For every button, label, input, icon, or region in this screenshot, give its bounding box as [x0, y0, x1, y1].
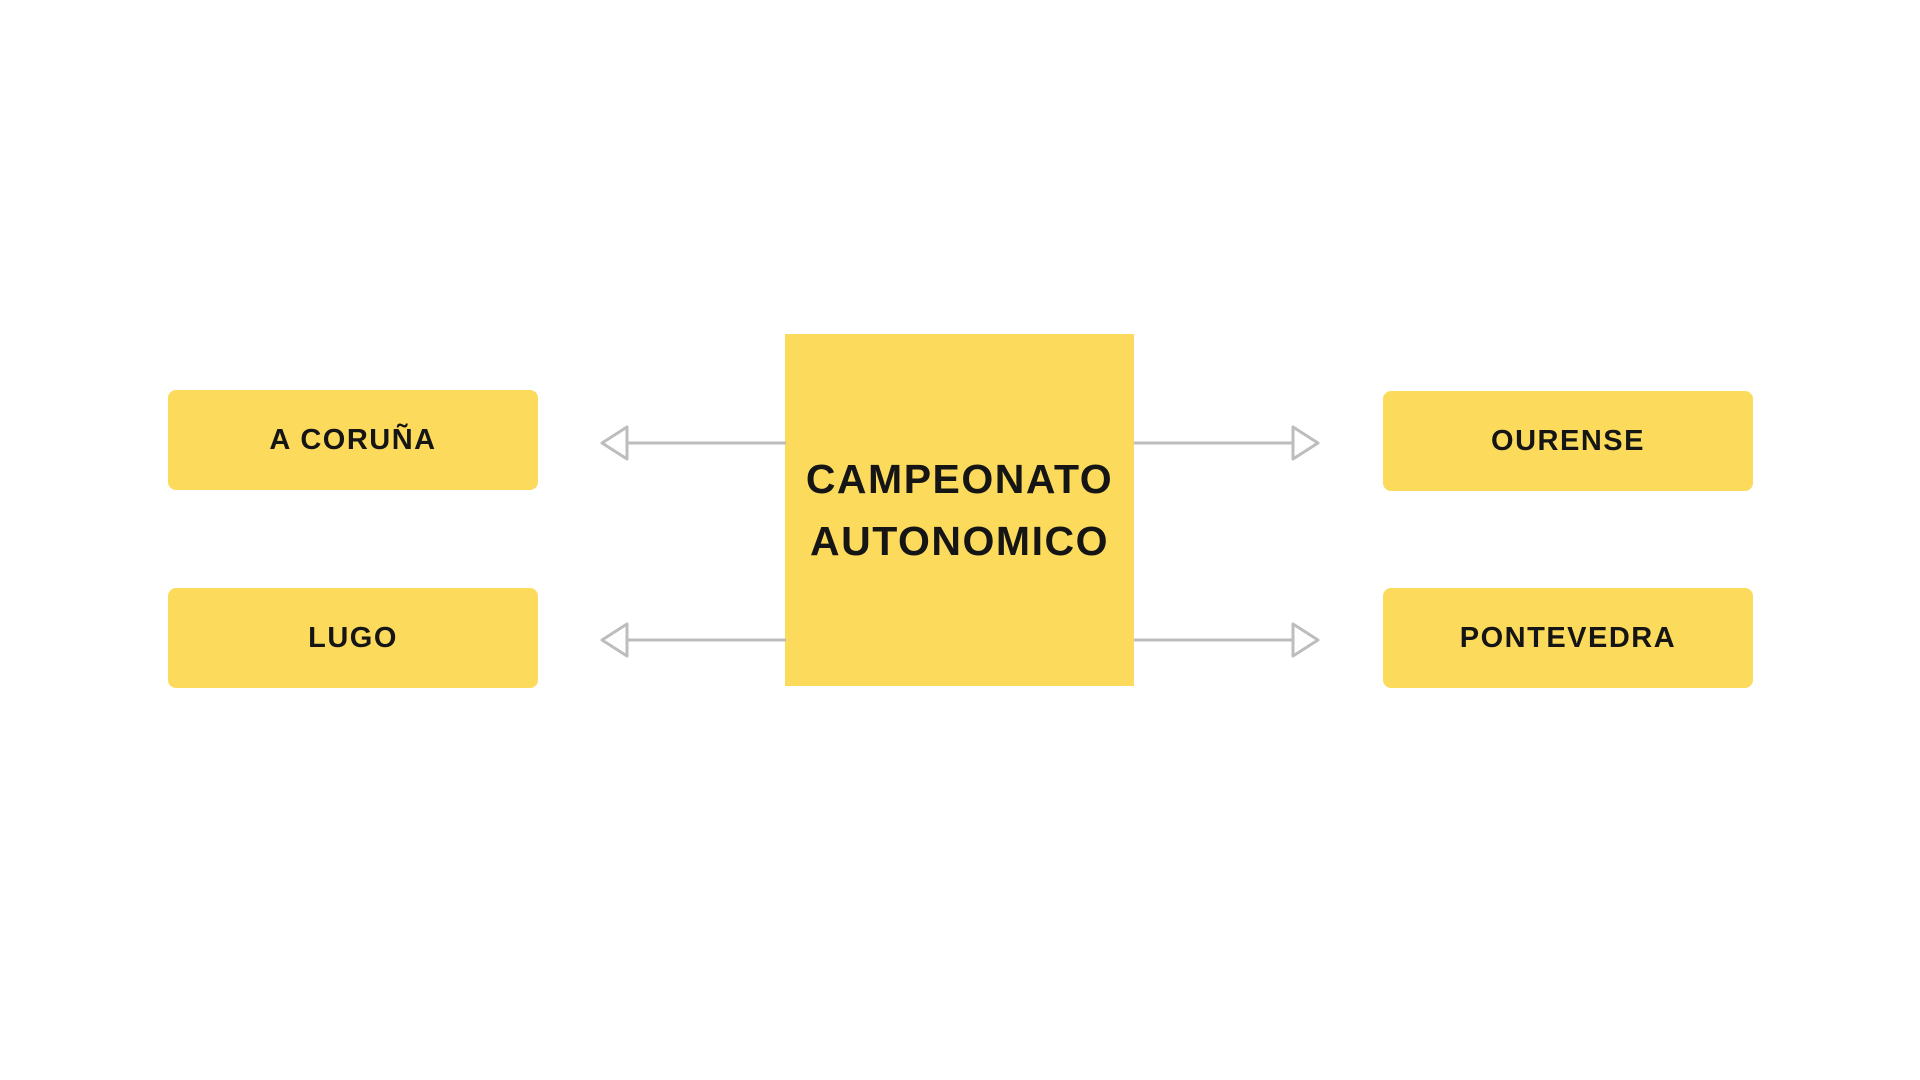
- node-a-coruna-label: A CORUÑA: [269, 423, 437, 456]
- center-node-label-line2: AUTONOMICO: [810, 518, 1109, 564]
- node-lugo-label: LUGO: [308, 621, 398, 654]
- node-a-coruna: A CORUÑA: [168, 390, 538, 490]
- node-pontevedra: PONTEVEDRA: [1383, 588, 1753, 688]
- node-lugo: LUGO: [168, 588, 538, 688]
- node-campeonato-autonomico: CAMPEONATO AUTONOMICO: [785, 334, 1134, 686]
- arrow-center-to-pontevedra-icon: [1133, 618, 1323, 662]
- node-ourense-label: OURENSE: [1491, 424, 1645, 457]
- center-node-label-line1: CAMPEONATO: [805, 456, 1114, 502]
- arrow-center-to-a-coruna-icon: [597, 421, 787, 465]
- arrow-center-to-ourense-icon: [1133, 421, 1323, 465]
- arrow-center-to-lugo-icon: [597, 618, 787, 662]
- node-ourense: OURENSE: [1383, 391, 1753, 491]
- node-pontevedra-label: PONTEVEDRA: [1459, 621, 1677, 654]
